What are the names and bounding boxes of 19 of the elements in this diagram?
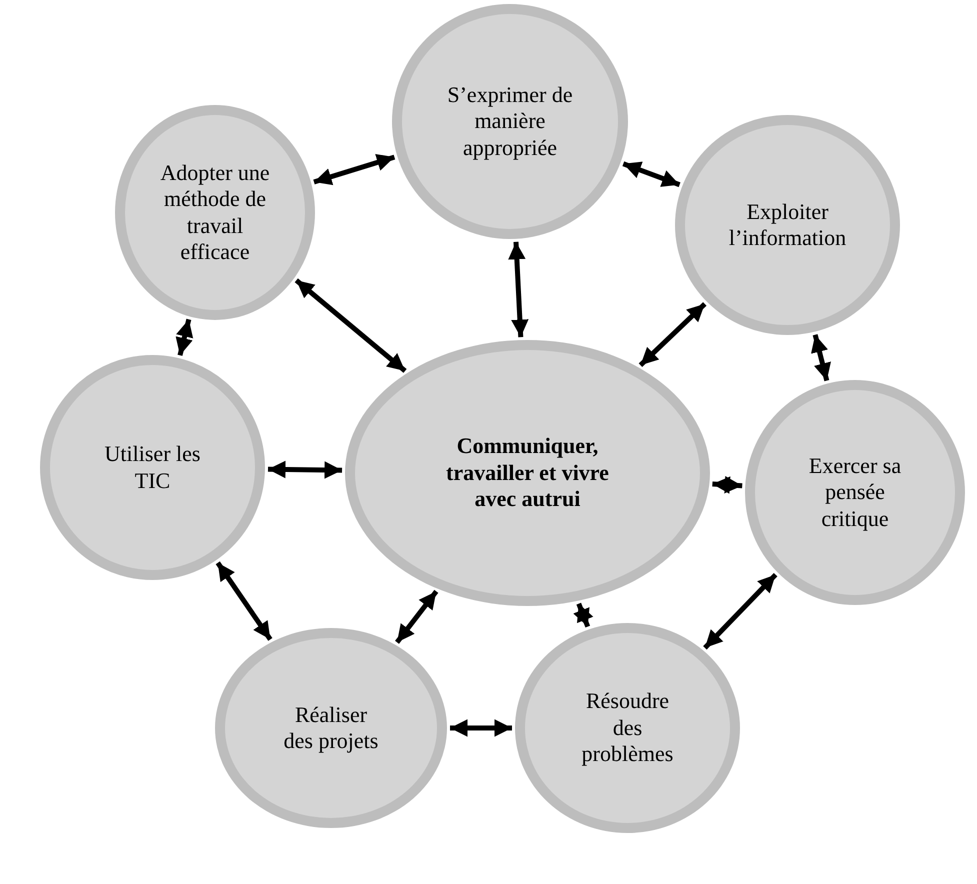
node-label: Adopter une méthode de travail efficace: [159, 160, 271, 266]
double-arrow: [176, 318, 194, 356]
double-arrow: [703, 572, 778, 650]
node-label: S’exprimer de manière appropriée: [446, 82, 574, 162]
double-arrow: [268, 460, 342, 479]
double-arrow: [216, 561, 272, 641]
node-label: Communiquer, travailler et vivre avec autrui: [445, 433, 610, 513]
double-arrow: [508, 242, 529, 338]
node-label: Réaliser des projets: [282, 702, 380, 754]
double-arrow: [810, 334, 831, 382]
node-label: Résoudre des problèmes: [580, 688, 674, 768]
node-label: Exploiter l’information: [728, 198, 848, 252]
double-arrow: [573, 602, 594, 628]
double-arrow: [450, 719, 512, 737]
double-arrow: [622, 161, 680, 188]
double-arrow: [712, 476, 742, 494]
double-arrow: [313, 154, 396, 186]
node-label: Exercer sa pensée critique: [808, 452, 902, 532]
node-label: Utiliser les TIC: [104, 441, 202, 494]
